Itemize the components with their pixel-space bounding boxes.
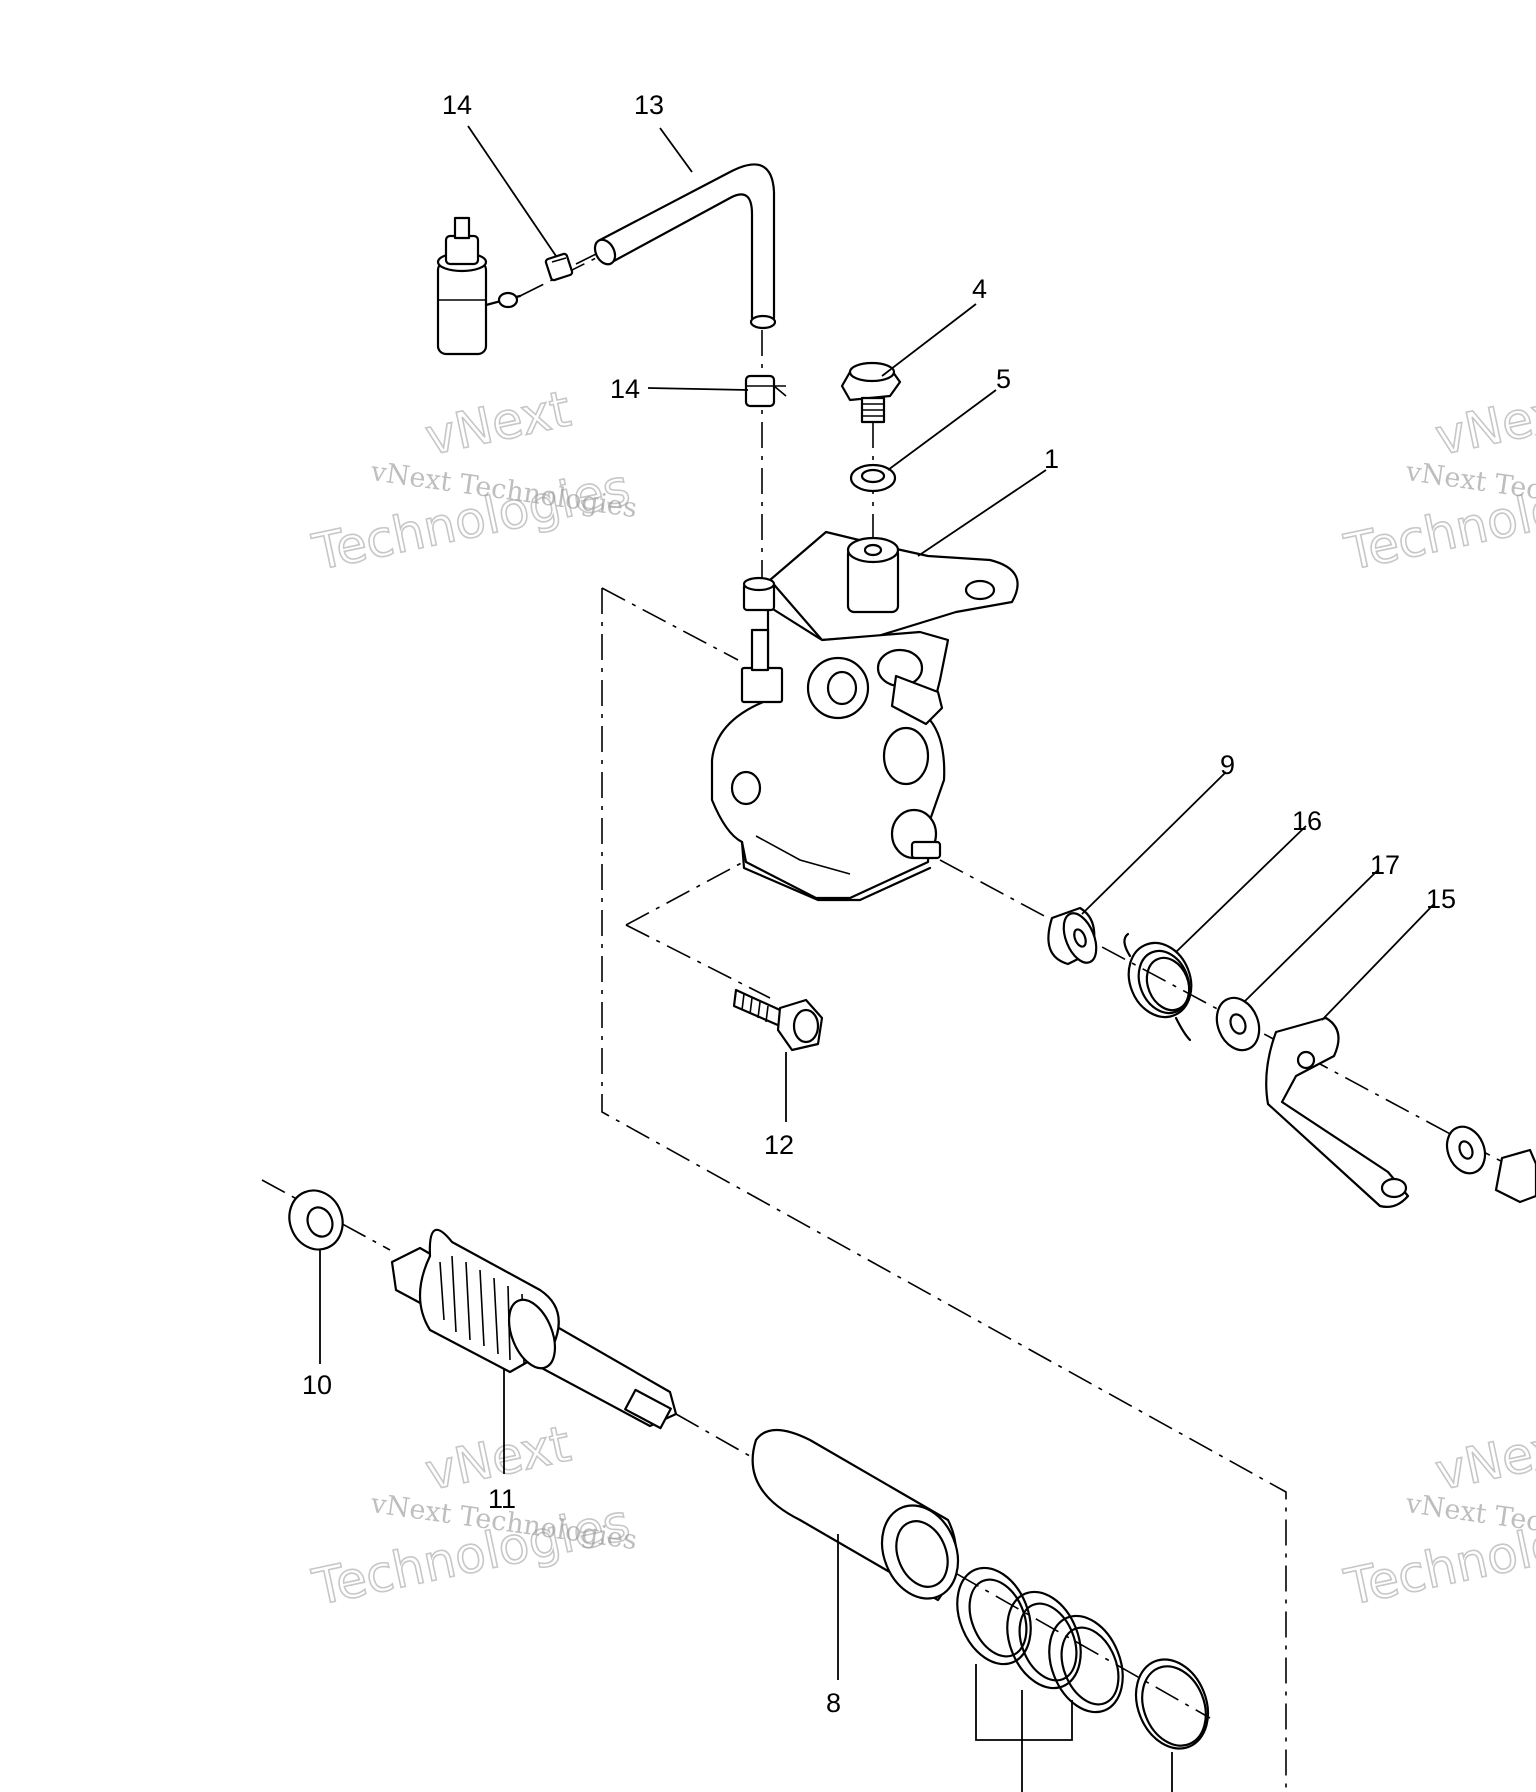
callout-11: 11 <box>488 1484 516 1514</box>
bolt-12 <box>732 988 824 1052</box>
watermark-brand: vNext <box>420 380 575 467</box>
axis-bolt-12 <box>625 924 771 999</box>
leader-14b <box>647 387 749 391</box>
callout-10: 10 <box>302 1370 332 1400</box>
axis-drive-shaft <box>261 1179 391 1251</box>
leader-1 <box>917 469 1047 557</box>
axis-hose-top <box>575 245 613 265</box>
watermark-right-top: vNext vNext Technologies Technologies <box>1339 379 1536 583</box>
clamp-14-top <box>544 252 574 282</box>
washer-10 <box>288 1189 344 1251</box>
seal-ring-c <box>1048 1614 1124 1714</box>
leader-9 <box>1081 771 1227 915</box>
leader-5 <box>887 389 997 471</box>
washer-right <box>1445 1125 1487 1175</box>
seal-ring-b <box>1006 1590 1082 1690</box>
leader-13 <box>659 127 693 173</box>
sleeve-8 <box>751 1429 960 1602</box>
banjo-bolt-4 <box>840 361 902 424</box>
drive-gear-shaft-11 <box>390 1228 678 1430</box>
assembly-boundary-top <box>601 587 739 661</box>
leader-4 <box>881 303 977 377</box>
seal-group-bracket <box>975 1664 1073 1792</box>
spacer-9 <box>1047 906 1098 966</box>
watermark-left-top: vNext vNext Technologies Technologies <box>307 379 639 583</box>
clamp-14-mid <box>744 374 787 408</box>
callout-13: 13 <box>634 90 664 120</box>
leader-17 <box>1243 869 1379 1003</box>
callout-12: 12 <box>764 1130 794 1160</box>
o-ring <box>1134 1658 1210 1750</box>
callout-5: 5 <box>996 364 1011 394</box>
spring-16 <box>1123 932 1193 1042</box>
leader-15 <box>1321 903 1435 1021</box>
callout-17: 17 <box>1370 850 1400 880</box>
leader-14a <box>467 125 557 257</box>
cable-adjuster <box>436 216 522 356</box>
callout-16: 16 <box>1292 806 1322 836</box>
watermark-left-bottom: vNext vNext Technologies Technologies <box>307 1414 639 1618</box>
leader-16 <box>1175 825 1307 953</box>
lever-15 <box>1265 1016 1410 1208</box>
washer-5 <box>849 463 897 493</box>
callout-1: 1 <box>1044 444 1059 474</box>
washer-17 <box>1215 996 1261 1052</box>
callout-15: 15 <box>1426 884 1456 914</box>
watermark-right-bottom: vNext vNext Technologies Technologies <box>1339 1414 1536 1618</box>
hose-13 <box>593 163 777 330</box>
callout-4: 4 <box>972 274 987 304</box>
callout-14-mid: 14 <box>610 374 640 404</box>
oil-pump-body <box>710 530 1019 902</box>
nut-right <box>1494 1148 1536 1204</box>
watermark-brand: vNext <box>1430 380 1536 467</box>
callout-9: 9 <box>1220 750 1235 780</box>
axis-cable <box>519 255 601 297</box>
watermark-brand: vNext <box>1430 1415 1536 1502</box>
callout-14-top: 14 <box>442 90 472 120</box>
callout-8: 8 <box>826 1688 841 1718</box>
